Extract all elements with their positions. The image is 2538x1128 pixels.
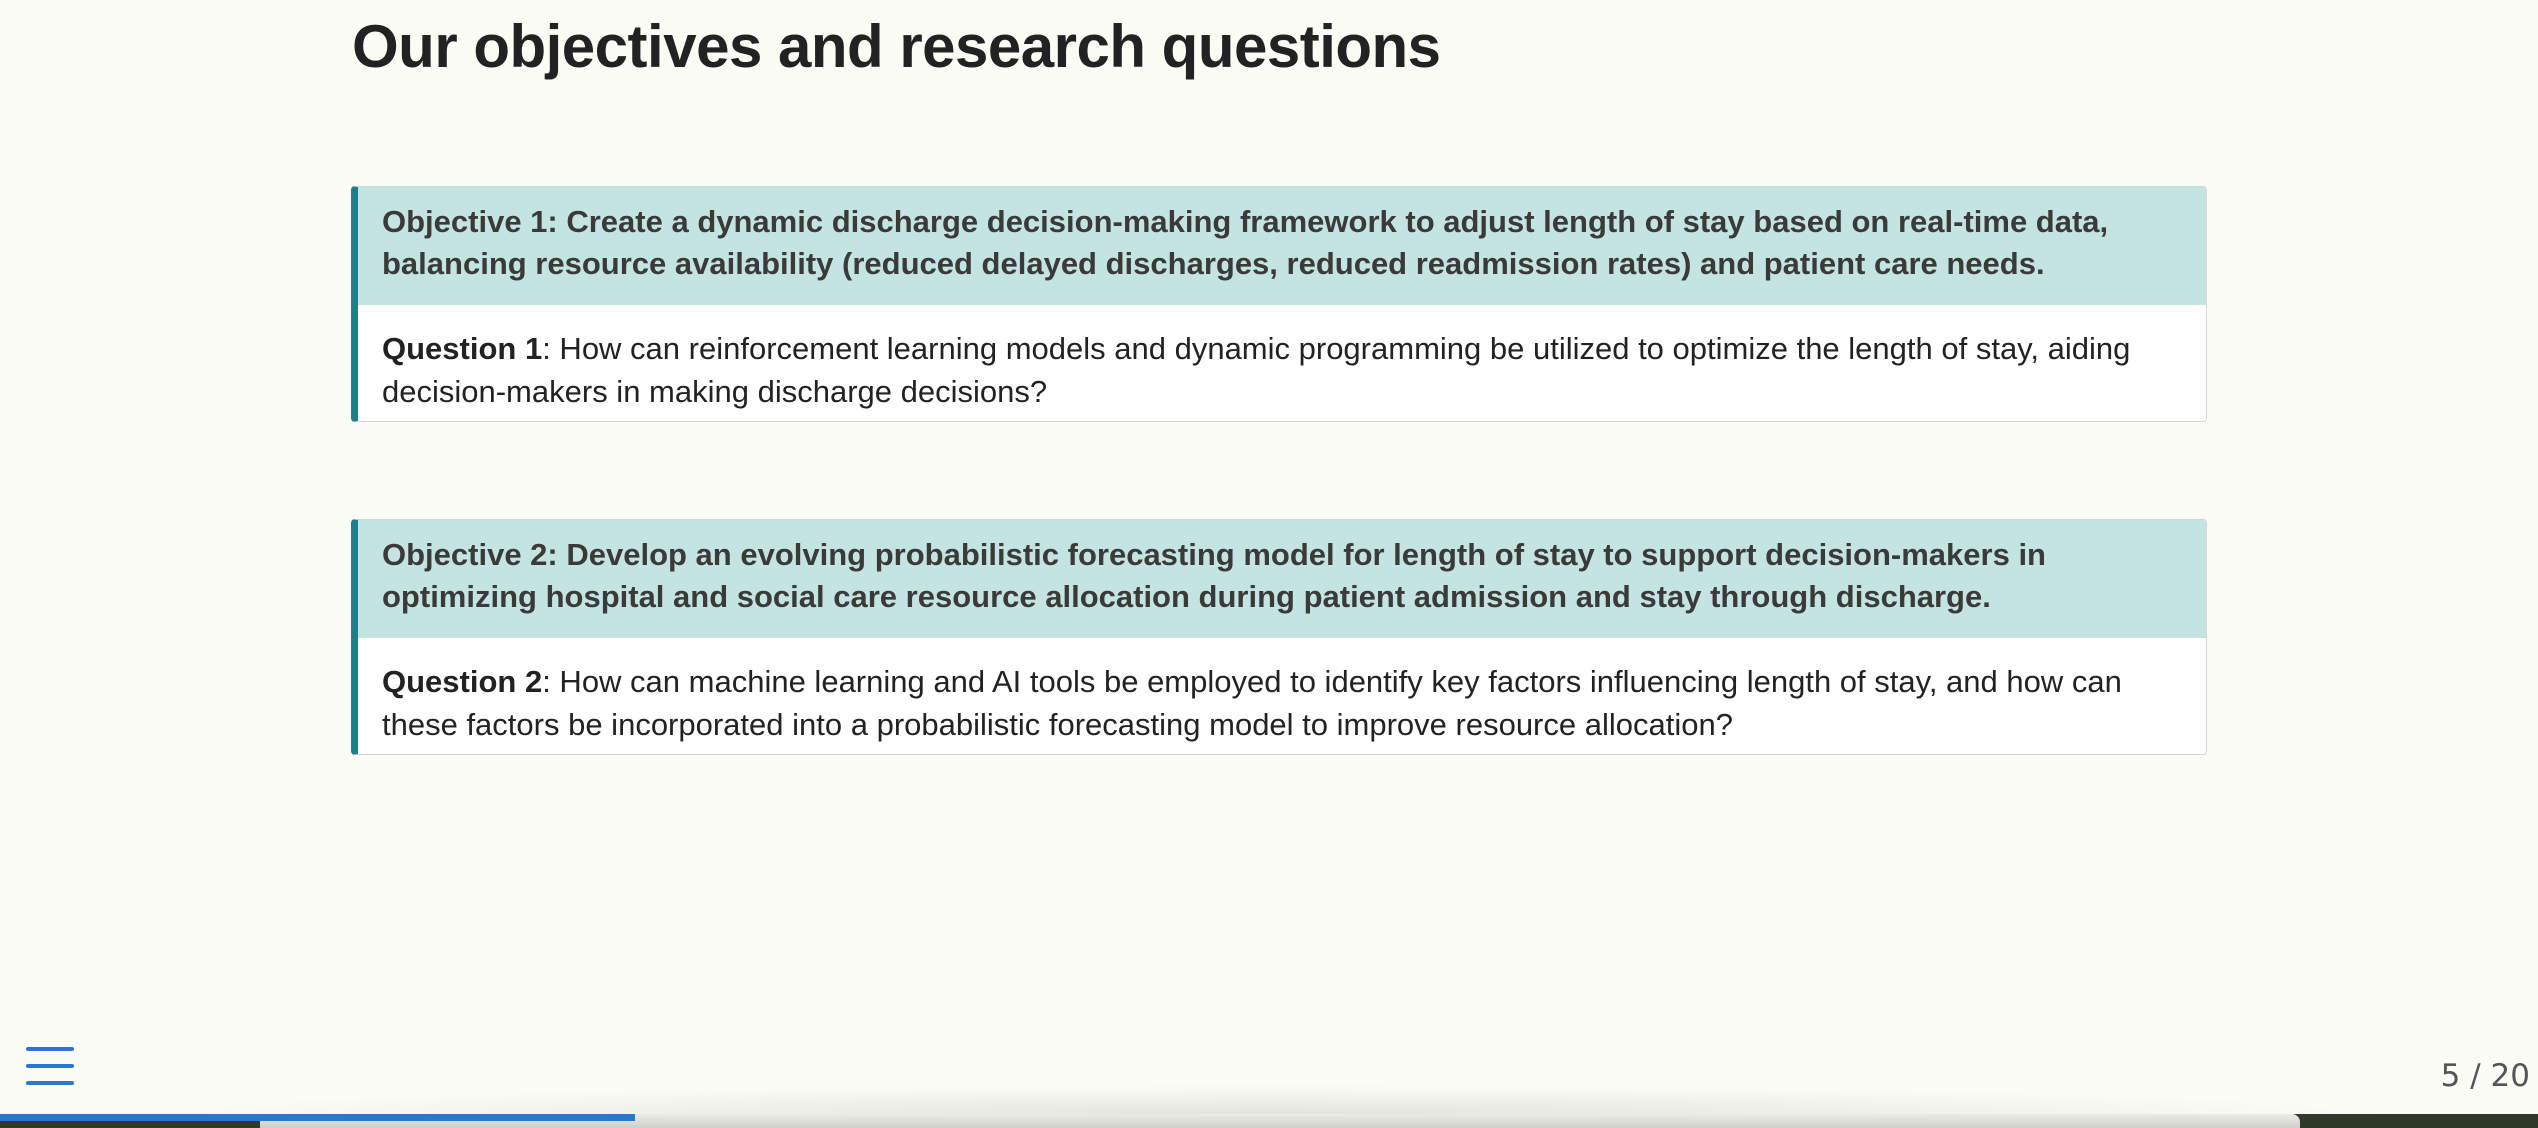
- progress-bar[interactable]: [0, 1114, 2538, 1121]
- objective-callout-1: Objective 1: Create a dynamic discharge …: [351, 186, 2207, 422]
- page-title: Our objectives and research questions: [352, 13, 1441, 80]
- question-2-label: Question 2: [382, 664, 543, 699]
- question-2-body: Question 2: How can machine learning and…: [358, 638, 2206, 746]
- menu-line: [26, 1064, 74, 1068]
- progress-bar-fill: [0, 1114, 635, 1121]
- bottom-strip-shade: [260, 1114, 2300, 1128]
- slide-number: 5 / 20: [2440, 1058, 2530, 1094]
- menu-line: [26, 1047, 74, 1051]
- question-2-text: : How can machine learning and AI tools …: [382, 664, 2122, 742]
- hamburger-menu-icon[interactable]: [24, 1044, 76, 1090]
- question-1-text: : How can reinforcement learning models …: [382, 331, 2131, 409]
- footer-shadow: [120, 1085, 2420, 1115]
- objective-2-header: Objective 2: Develop an evolving probabi…: [358, 520, 2206, 638]
- objective-1-header: Objective 1: Create a dynamic discharge …: [358, 187, 2206, 305]
- objective-callout-2: Objective 2: Develop an evolving probabi…: [351, 519, 2207, 755]
- question-1-body: Question 1: How can reinforcement learni…: [358, 305, 2206, 413]
- question-1-label: Question 1: [382, 331, 543, 366]
- menu-line: [26, 1081, 74, 1085]
- bottom-strip: [0, 1114, 2538, 1128]
